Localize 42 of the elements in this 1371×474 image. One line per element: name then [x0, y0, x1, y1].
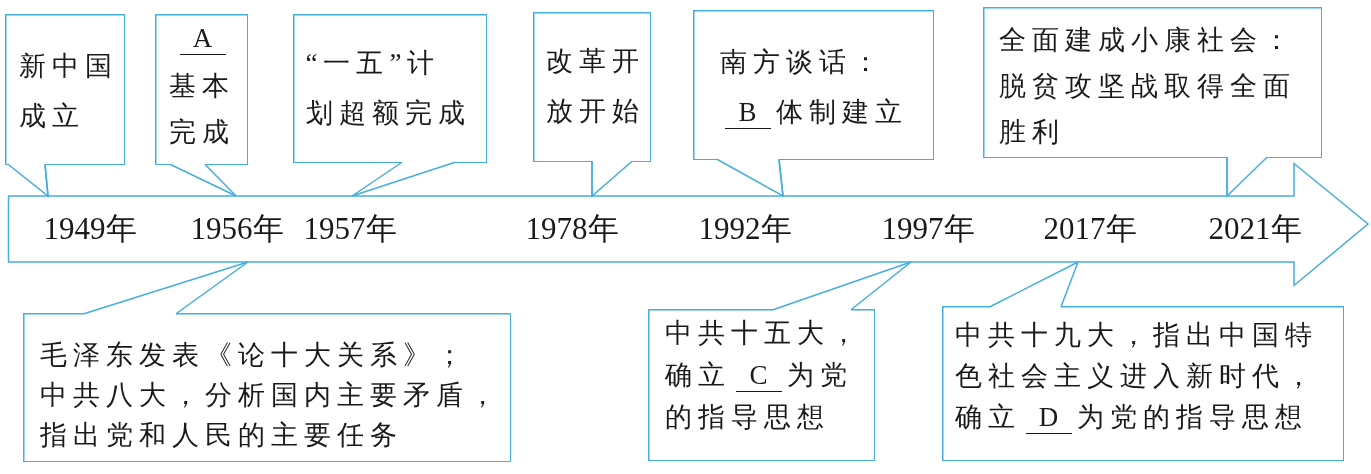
- callout-box: [693, 10, 934, 160]
- year-label: 1978年: [525, 211, 619, 247]
- callout-box: [648, 309, 875, 461]
- year-label: 2017年: [1043, 211, 1137, 247]
- callout-text: 中共八大，分析国内主要矛盾，指出党和人民的主要任务: [39, 379, 503, 452]
- callout-pointer: [716, 158, 784, 197]
- callout-box: [155, 14, 248, 165]
- callout-pointer: [351, 161, 456, 197]
- callout-pointer: [1226, 156, 1268, 197]
- callout-box: [5, 14, 125, 165]
- callout-pointer: [83, 261, 249, 315]
- year-label: 1992年: [698, 211, 792, 247]
- year-label: 1957年: [303, 211, 397, 247]
- year-label: 1956年: [190, 211, 284, 247]
- callout-pointer: [169, 163, 237, 197]
- callout-text: 中共十九大，指出中国特色社会主义进入新时代，确立 D 为党的指导思想: [954, 315, 1335, 438]
- callout-pointer: [772, 261, 912, 311]
- fill-in-line: B: [724, 97, 771, 130]
- year-label: 1997年: [881, 211, 975, 247]
- callout-text: 新中国成立: [18, 49, 119, 133]
- callout-pointer: [7, 163, 49, 197]
- callout-pointer: [591, 160, 633, 197]
- fill-in-line: A: [179, 21, 226, 55]
- year-label: 2021年: [1208, 211, 1302, 247]
- callout-text: 全面建成小康社会：: [998, 24, 1297, 57]
- callout-text: 改革开放开始: [545, 44, 646, 128]
- callout-text: 南方谈话：: [719, 46, 886, 79]
- callout-box: [942, 306, 1344, 461]
- callout-text: B 体制建立: [719, 87, 925, 137]
- callout-box: [23, 313, 511, 462]
- callout-pointer: [989, 261, 1079, 308]
- callout-text: “一五”计划超额完成: [305, 46, 472, 130]
- year-label: 1949年: [43, 211, 137, 247]
- callout-text: 中共十五大，确立 C 为党的指导思想: [664, 317, 864, 434]
- callout-box: [533, 12, 651, 162]
- fill-in-line: D: [1025, 402, 1072, 435]
- callout-box: [983, 7, 1322, 158]
- callout-text: 毛泽东发表《论十大关系》；: [39, 339, 470, 372]
- callout-text: 脱贫攻坚战取得全面胜利: [998, 70, 1297, 149]
- callout-box: [293, 14, 487, 163]
- fill-in-line: C: [735, 360, 782, 393]
- callout-text: 基本完成: [168, 69, 236, 149]
